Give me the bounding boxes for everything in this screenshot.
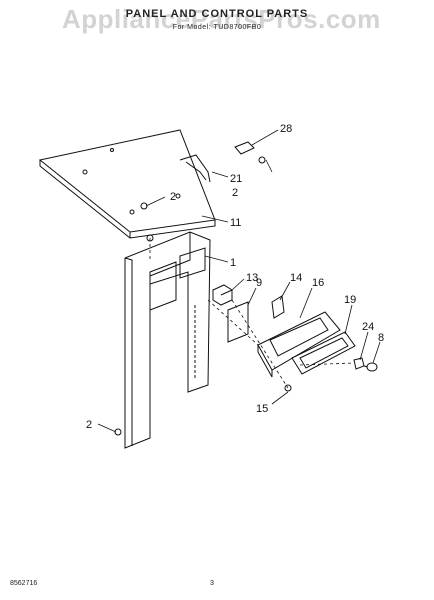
callout-19: 19: [344, 294, 356, 306]
part-13-block: [212, 284, 233, 306]
callout-2-bottom: 2: [86, 419, 92, 431]
callout-2-top-right: 2: [232, 187, 238, 199]
callout-24: 24: [362, 321, 374, 333]
callout-1: 1: [230, 257, 236, 269]
document-number: 8562716: [10, 580, 38, 587]
callout-21: 21: [230, 173, 242, 185]
part-28-clip: [234, 141, 255, 155]
leader-lines: [97, 129, 381, 433]
callout-11: 11: [230, 217, 241, 229]
screws: [114, 156, 292, 436]
control-panel-frame: [257, 311, 341, 378]
part-8-knob: [353, 357, 378, 372]
page-number: 3: [210, 580, 214, 587]
watermark: AppliancePartsPros.com: [62, 4, 381, 34]
callout-28: 28: [280, 123, 292, 135]
part-14-bracket: [271, 295, 285, 319]
callout-9: 9: [256, 277, 262, 289]
part-19-insert: [291, 331, 356, 375]
part-9-plate: [227, 301, 249, 343]
top-panel: [38, 129, 216, 239]
model-subtitle: For Model: TUD8700FB0: [172, 24, 262, 31]
callout-14: 14: [290, 272, 302, 284]
callout-8: 8: [378, 332, 384, 344]
page-title: PANEL AND CONTROL PARTS: [125, 8, 309, 20]
side-panel: [124, 231, 211, 449]
callout-13: 13: [246, 272, 258, 284]
callout-16: 16: [312, 277, 324, 289]
callout-labels: 28 21 2 2 11 1 13 9 14 16 19 24 8 15 2: [86, 123, 384, 431]
callout-2-top-left: 2: [170, 191, 176, 203]
assembly-guides: [149, 238, 355, 389]
callout-15: 15: [256, 403, 268, 415]
part-21-bracket: [179, 154, 211, 183]
